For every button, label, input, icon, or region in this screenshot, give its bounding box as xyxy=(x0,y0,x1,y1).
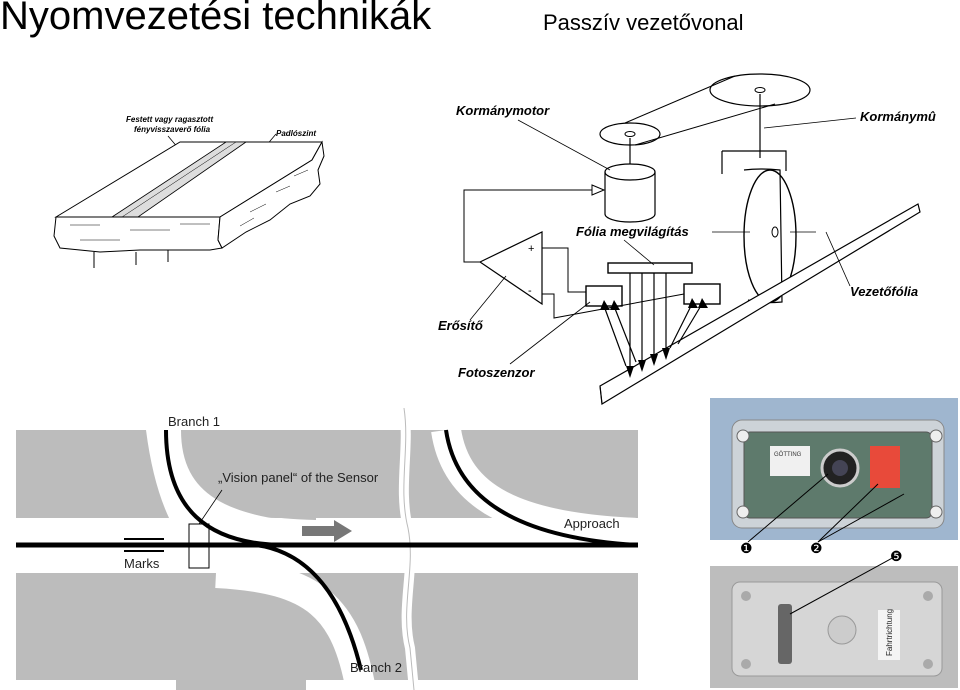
amp-plus: + xyxy=(528,243,534,255)
amp-minus: - xyxy=(528,285,532,297)
tape-label-line2: fényvisszaverő fólia xyxy=(134,125,211,134)
guide-tape-label: Vezetőfólia xyxy=(850,284,918,299)
floor-tape-diagram: Festett vagy ragasztott fényvisszaverő f… xyxy=(53,115,325,268)
page-title: Nyomvezetési technikák xyxy=(0,0,432,38)
photosensor-label: Fotoszenzor xyxy=(458,365,535,380)
callout-5: ❺ xyxy=(890,548,903,564)
page-subtitle: Passzív vezetővonal xyxy=(543,10,744,35)
tape-label-line1: Festett vagy ragasztott xyxy=(126,115,213,124)
sensor-photo: GÖTTING Fahrtrichtung ❶ ❷ ❺ xyxy=(710,398,958,688)
device-label-text: GÖTTING xyxy=(774,451,802,458)
callout-2: ❷ xyxy=(810,540,823,556)
illumination-label: Fólia megvilágítás xyxy=(576,224,689,239)
steering-unit-label: Kormánymû xyxy=(860,109,936,124)
motor-label: Kormánymotor xyxy=(456,103,550,118)
steering-diagram: + - Kormánymotor Kormánymû Fólia megvilá… xyxy=(438,73,936,405)
floor-label: Padlószint xyxy=(276,129,316,138)
branch1-label: Branch 1 xyxy=(168,414,220,429)
vision-panel-label: „Vision panel“ of the Sensor xyxy=(218,470,379,485)
branch-diagram: Branch 1 „Vision panel“ of the Sensor Ap… xyxy=(16,408,638,690)
amplifier-label: Erősítő xyxy=(438,318,484,333)
marks-label: Marks xyxy=(124,556,160,571)
approach-label: Approach xyxy=(564,516,620,531)
callout-1: ❶ xyxy=(740,540,753,556)
fahrtrichtung-text: Fahrtrichtung xyxy=(885,609,894,656)
branch2-label: Branch 2 xyxy=(350,660,402,675)
